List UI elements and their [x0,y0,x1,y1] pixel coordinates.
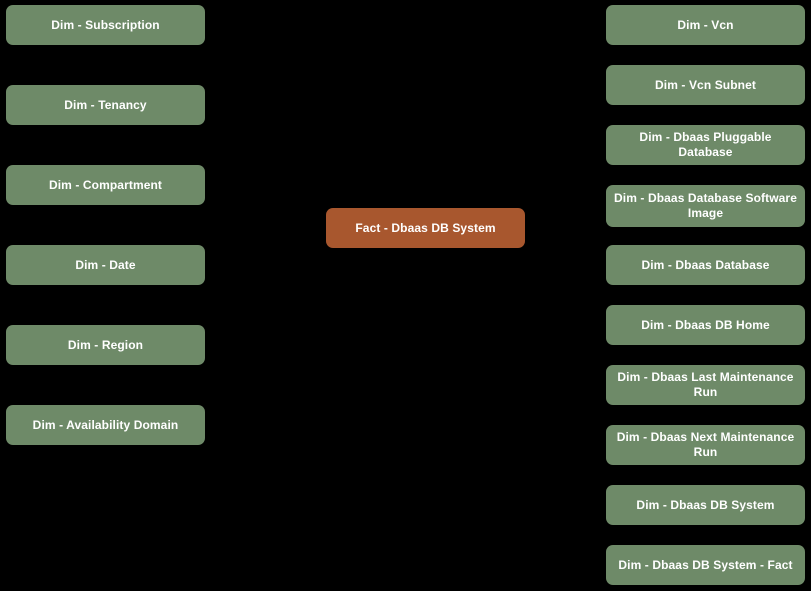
table-node-label: Dim - Vcn [677,17,734,32]
table-node-label: Dim - Region [67,337,144,352]
table-node-label: Dim - Dbaas Last Maintenance Run [617,370,794,399]
dimension-table-node[interactable]: Dim - Dbaas DB Home [606,305,805,345]
dimension-table-node[interactable]: Dim - Dbaas Database [606,245,805,285]
dimension-table-node[interactable]: Dim - Dbaas Next Maintenance Run [606,425,805,465]
dimension-table-node[interactable]: Dim - Dbaas Database Software Image [606,185,805,227]
dimension-table-node[interactable]: Dim - Dbaas Last Maintenance Run [606,365,805,405]
dimension-table-node[interactable]: Dim - Compartment [6,165,205,205]
table-node-label: Dim - Compartment [48,177,163,192]
dimension-table-node[interactable]: Dim - Vcn Subnet [606,65,805,105]
table-node-label: Dim - Availability Domain [32,417,179,432]
table-node-label: Fact - Dbaas DB System [355,220,496,235]
dimension-table-node[interactable]: Dim - Dbaas DB System - Fact [606,545,805,585]
table-node-label: Dim - Date [75,257,136,272]
dimension-table-node[interactable]: Dim - Dbaas DB System [606,485,805,525]
dimension-table-node[interactable]: Dim - Dbaas Pluggable Database [606,125,805,165]
table-node-label: Dim - Dbaas Next Maintenance Run [616,430,795,459]
dimension-table-node[interactable]: Dim - Tenancy [6,85,205,125]
dimension-table-node[interactable]: Dim - Availability Domain [6,405,205,445]
table-node-label: Dim - Dbaas DB System [636,497,775,512]
fact-table-node[interactable]: Fact - Dbaas DB System [326,208,525,248]
table-node-label: Dim - Dbaas Pluggable Database [639,130,772,159]
dimension-table-node[interactable]: Dim - Region [6,325,205,365]
table-node-label: Dim - Dbaas DB System - Fact [618,557,793,572]
table-node-label: Dim - Subscription [51,17,160,32]
table-node-label: Dim - Tenancy [64,97,147,112]
table-node-label: Dim - Vcn Subnet [655,77,756,92]
table-node-label: Dim - Dbaas Database Software Image [614,191,797,220]
table-node-label: Dim - Dbaas Database [641,257,770,272]
dimension-table-node[interactable]: Dim - Vcn [606,5,805,45]
table-node-label: Dim - Dbaas DB Home [641,317,770,332]
dimension-table-node[interactable]: Dim - Date [6,245,205,285]
dimension-table-node[interactable]: Dim - Subscription [6,5,205,45]
